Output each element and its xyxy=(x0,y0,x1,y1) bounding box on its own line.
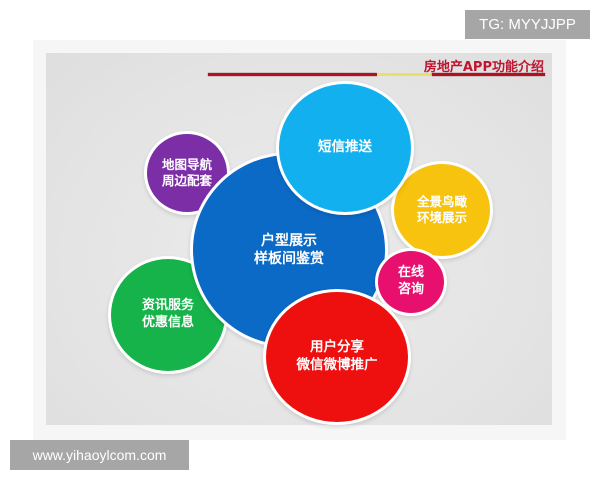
bubble-sms-push-label: 短信推送 xyxy=(318,139,372,156)
bubble-floorplan-showcase-label: 户型展示 样板间鉴赏 xyxy=(254,232,324,267)
bubble-user-sharing-label: 用户分享 微信微博推广 xyxy=(296,339,378,373)
title-rule-red-right xyxy=(432,73,545,76)
title-rule-red-left xyxy=(208,73,377,76)
bubble-panorama-label: 全景鸟瞰 环境展示 xyxy=(416,193,467,225)
watermark-bottom-left: www.yihaoylcom.com xyxy=(10,440,189,470)
watermark-top-right: TG: MYYJJPP xyxy=(465,10,590,39)
bubble-online-consult: 在线 咨询 xyxy=(375,248,447,316)
bubble-map-navigation-label: 地图导航 周边配套 xyxy=(161,156,212,188)
bubble-user-sharing: 用户分享 微信微博推广 xyxy=(263,289,411,425)
bubble-sms-push: 短信推送 xyxy=(276,81,414,215)
bubble-news-offers-label: 资讯服务 优惠信息 xyxy=(141,298,194,330)
bubble-online-consult-label: 在线 咨询 xyxy=(397,265,424,297)
bubble-panorama: 全景鸟瞰 环境展示 xyxy=(391,161,493,259)
title-rule-yellow xyxy=(377,73,432,76)
diagram-title: 房地产APP功能介绍 xyxy=(423,60,544,75)
